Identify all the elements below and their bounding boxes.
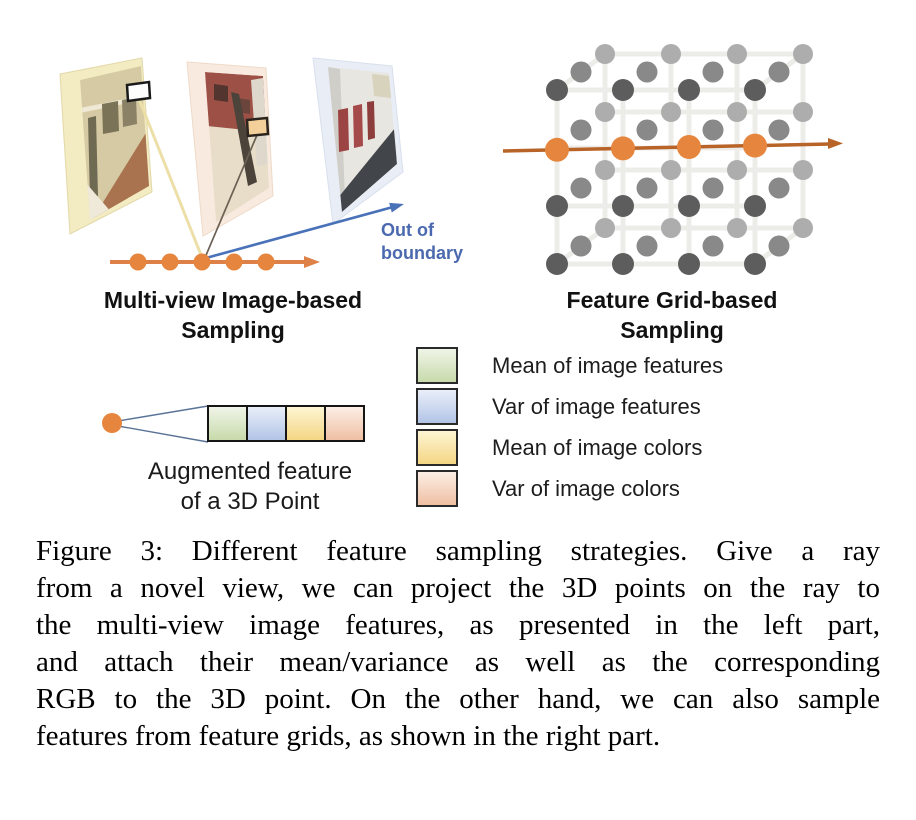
caption-line: features from feature grids, as shown in… [36, 720, 661, 752]
caption-line: RGB to the 3D point. On the other hand, … [36, 683, 880, 715]
out-of-boundary-label-line2: boundary [381, 243, 464, 263]
out-of-boundary-arrow [205, 202, 404, 260]
projection-line-plane2 [203, 134, 258, 261]
3d-point-dot [102, 413, 122, 433]
projection-line-plane1 [137, 98, 205, 261]
augmented-feature-vector [207, 405, 365, 442]
out-of-boundary-label-line1: Out of [381, 220, 434, 240]
ray-point [225, 253, 243, 271]
feature-patch-plane2 [245, 116, 270, 138]
right-panel-title-line2: Sampling [620, 317, 724, 343]
grid-sample-point [545, 137, 569, 162]
legend-label-mean-features: Mean of image features [492, 353, 724, 378]
ray-point [193, 253, 211, 271]
legend-swatch-mean-features [416, 347, 458, 384]
feature-patch-plane1 [125, 80, 152, 103]
legend-swatch-var-colors [416, 470, 458, 507]
right-panel-title-line1: Feature Grid-based [566, 287, 778, 313]
feature-cell-var-features [246, 405, 287, 442]
legend-label-mean-colors: Mean of image colors [492, 435, 703, 460]
legend-swatch-var-features [416, 388, 458, 425]
feature-cell-var-colors [324, 405, 365, 442]
caption-line: and attach their mean/variance as well a… [36, 646, 880, 678]
feature-grid-lattice [546, 44, 813, 275]
right-sampling-ray [502, 133, 843, 162]
caption-line: from a novel view, we can project the 3D… [36, 572, 880, 604]
feature-cell-mean-colors [285, 405, 326, 442]
image-plane-2 [186, 61, 274, 237]
grid-sample-point [611, 136, 635, 161]
legend-label-var-features: Var of image features [492, 394, 701, 419]
multiview-sampling-diagram [59, 57, 404, 271]
feature-grid-diagram [502, 44, 843, 275]
augmented-feature-label-line1: Augmented feature [147, 458, 353, 485]
feature-cell-mean-features [207, 405, 248, 442]
grid-sample-point [743, 133, 767, 158]
ray-point [257, 253, 275, 271]
caption-line: Figure 3: Different feature sampling str… [36, 535, 880, 567]
figure-caption: Figure 3: Different feature sampling str… [36, 533, 880, 755]
left-panel-title-line1: Multi-view Image-based [103, 287, 363, 313]
image-plane-3 [312, 57, 404, 225]
legend-swatch-mean-colors [416, 429, 458, 466]
caption-line: the multi-view image features, as presen… [36, 609, 880, 641]
left-panel-title-line2: Sampling [181, 317, 285, 343]
legend-label-var-colors: Var of image colors [492, 476, 680, 501]
grid-sample-point [677, 135, 701, 159]
ray-point [129, 253, 147, 271]
augmented-feature-cone [102, 405, 209, 443]
augmented-feature-label-line2: of a 3D Point [180, 488, 320, 515]
left-sampling-ray [110, 253, 320, 271]
ray-point [161, 253, 179, 271]
